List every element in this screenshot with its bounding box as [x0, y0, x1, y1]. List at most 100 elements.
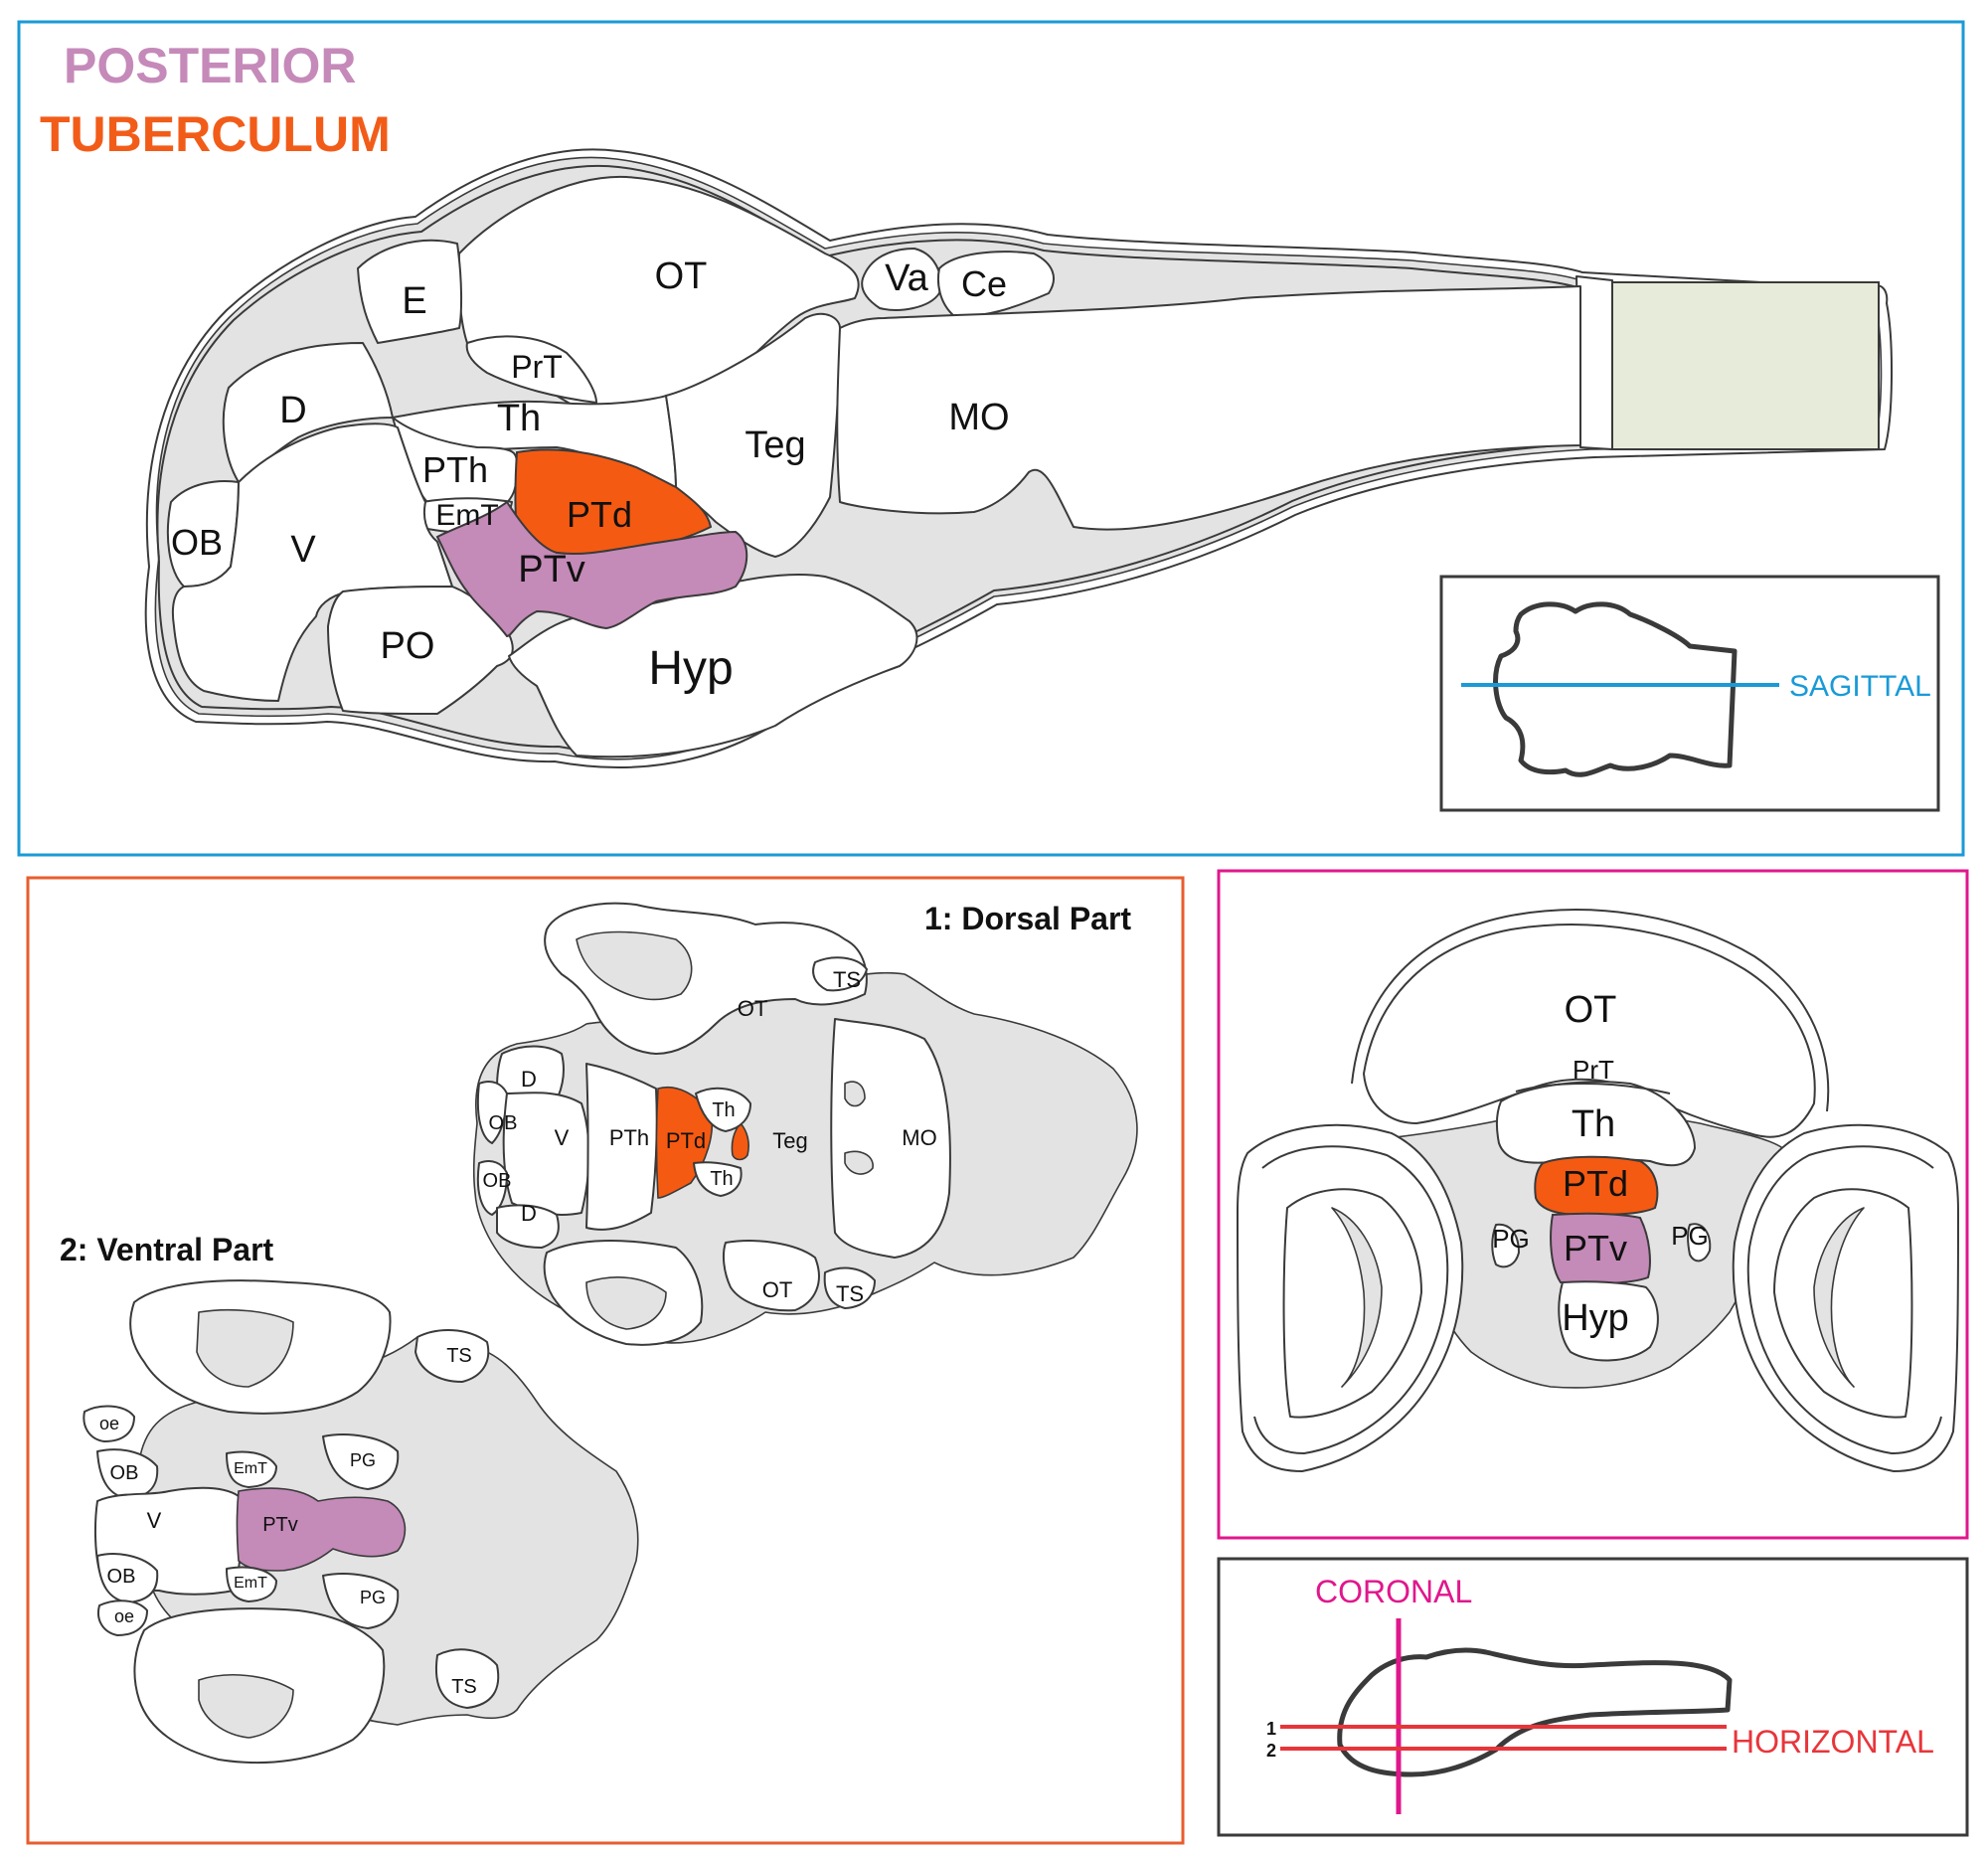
ventral-region-pg-bottom — [322, 1573, 400, 1629]
coronal-label-hyp: Hyp — [1562, 1297, 1629, 1339]
dorsal-region-ot-bottom — [722, 1240, 820, 1312]
dorsal-region-mo — [830, 1018, 951, 1259]
ventral-label-pg-bottom: PG — [360, 1588, 386, 1607]
ventral-top-eye-grey — [196, 1308, 294, 1388]
dorsal-region-d-bottom — [496, 1204, 560, 1249]
dorsal-label-pth: PTh — [609, 1125, 649, 1150]
coronal-region-th — [1495, 1081, 1696, 1167]
ventral-region-emt-top — [226, 1450, 277, 1488]
coronal-panel-border — [1217, 869, 1969, 1540]
dorsal-region-ob-bottom — [476, 1160, 508, 1216]
dorsal-part-section: 1: Dorsal Part OT TS D OB V PTh PTd Th T… — [472, 901, 1138, 1346]
sagittal-label-teg: Teg — [745, 424, 805, 466]
title-tuberculum: TUBERCULUM — [40, 106, 391, 162]
ventral-label-ts-top: TS — [446, 1345, 472, 1367]
spinal-cord-divider — [1575, 275, 1613, 450]
spinal-cord-region — [1611, 281, 1880, 450]
sagittal-label-emt: EmT — [435, 499, 498, 532]
coronal-region-pg-left — [1491, 1223, 1520, 1268]
dorsal-label-d-top: D — [521, 1067, 537, 1092]
ventral-label-oe-top: oe — [99, 1414, 119, 1433]
coronal-label-ptd: PTd — [1563, 1163, 1628, 1204]
dorsal-label-ob-bottom: OB — [483, 1170, 512, 1192]
sagittal-region-d — [222, 342, 394, 483]
ventral-label-ob-bottom: OB — [107, 1566, 136, 1588]
dorsal-ts-top-shell — [812, 956, 868, 992]
coronal-left-eye-ring — [1253, 1145, 1449, 1454]
coronal-left-eye-lens-outer — [1282, 1188, 1422, 1419]
dorsal-region-v — [502, 1092, 590, 1216]
sagittal-label-ptd: PTd — [567, 494, 632, 535]
ventral-label-ptv: PTv — [262, 1514, 298, 1536]
sagittal-plane-label: SAGITTAL — [1789, 670, 1931, 703]
coronal-region-hyp — [1558, 1280, 1659, 1362]
coronal-left-eye-lens-grey — [1331, 1207, 1383, 1388]
dorsal-label-teg: Teg — [772, 1128, 807, 1153]
sagittal-region-e — [357, 239, 463, 344]
sagittal-inset-brain-outline — [1493, 601, 1738, 777]
dorsal-bottom-ot-grey — [585, 1276, 667, 1330]
ventral-label-ts-bottom: TS — [451, 1676, 477, 1698]
ventral-region-pg-top — [322, 1433, 400, 1490]
dorsal-label-ts-top: TS — [833, 967, 861, 992]
dorsal-label-ot-top: OT — [738, 996, 768, 1021]
sagittal-region-po — [327, 586, 514, 715]
sagittal-label-mo: MO — [948, 397, 1009, 438]
ventral-part-section: 2: Ventral Part TS oe OB EmT PG V PTv OB… — [60, 1232, 639, 1765]
sagittal-label-th: Th — [497, 398, 541, 439]
sagittal-label-ce: Ce — [961, 263, 1007, 304]
ventral-label-emt-top: EmT — [234, 1460, 267, 1477]
sagittal-region-ptv — [435, 500, 748, 638]
ventral-region-ob-bottom — [96, 1553, 159, 1603]
coronal-plane-label: CORONAL — [1315, 1574, 1472, 1609]
sagittal-label-pth: PTh — [422, 449, 488, 490]
sagittal-region-mo — [836, 285, 1581, 531]
sagittal-region-ce — [936, 251, 1055, 318]
dorsal-mo-inner-1 — [844, 1081, 866, 1107]
dorsal-label-ts-bottom: TS — [836, 1281, 864, 1306]
ventral-region-emt-bottom — [226, 1566, 277, 1602]
ventral-label-pg-top: PG — [350, 1450, 376, 1470]
ventral-region-ob-top — [96, 1448, 159, 1500]
coronal-label-th: Th — [1572, 1103, 1615, 1145]
sagittal-label-ptv: PTv — [518, 549, 585, 590]
coronal-label-ot: OT — [1565, 989, 1617, 1031]
sagittal-label-v: V — [290, 529, 316, 571]
coronal-right-eye-ring — [1746, 1145, 1942, 1454]
sagittal-label-e: E — [402, 280, 426, 322]
dorsal-mo-inner-2 — [844, 1150, 874, 1175]
coronal-label-pg-right: PG — [1671, 1221, 1709, 1251]
sagittal-panel-border — [17, 20, 1965, 857]
coronal-region-ptd — [1534, 1155, 1659, 1217]
sagittal-outline-outer — [144, 148, 1894, 768]
sagittal-label-va: Va — [885, 257, 929, 299]
sagittal-region-prt — [465, 335, 597, 404]
ventral-region-ts-top — [414, 1329, 490, 1383]
coronal-region-ptv — [1550, 1212, 1651, 1285]
coronal-prt-line — [1515, 1083, 1671, 1094]
sagittal-label-hyp: Hyp — [648, 642, 733, 695]
sagittal-brain: E OT Va Ce PrT D Th Teg MO PTh PTd EmT O… — [144, 148, 1894, 768]
coronal-right-eye-lens-outer — [1773, 1188, 1913, 1419]
dorsal-label-ot-bottom: OT — [762, 1277, 793, 1302]
ventral-region-oe-top — [83, 1405, 135, 1442]
dorsal-label-v: V — [555, 1125, 570, 1150]
plane-number-2: 2 — [1266, 1741, 1276, 1761]
dorsal-region-ob-top — [476, 1081, 508, 1144]
dorsal-label-th-bottom: Th — [710, 1168, 733, 1190]
sagittal-label-d: D — [279, 390, 306, 431]
coronal-right-eye-lens-grey — [1813, 1207, 1865, 1388]
coronal-ot-outer-line — [1351, 909, 1830, 1112]
ventral-label-v: V — [147, 1508, 162, 1533]
dorsal-region-ts-bottom — [823, 1266, 876, 1309]
plane-inset-brain-outline — [1337, 1647, 1733, 1777]
sagittal-plane-inset-border — [1439, 575, 1940, 812]
dorsal-label-ptd: PTd — [666, 1128, 706, 1153]
coronal-label-prt: PrT — [1573, 1055, 1614, 1085]
ventral-bottom-eye-grey — [198, 1674, 294, 1739]
ventral-label-emt-bottom: EmT — [234, 1575, 267, 1592]
dorsal-label-th-top: Th — [712, 1099, 735, 1121]
coronal-section: OT PrT Th PTd PG PTv PG Hyp — [1237, 909, 1959, 1472]
sagittal-label-po: PO — [381, 625, 435, 667]
